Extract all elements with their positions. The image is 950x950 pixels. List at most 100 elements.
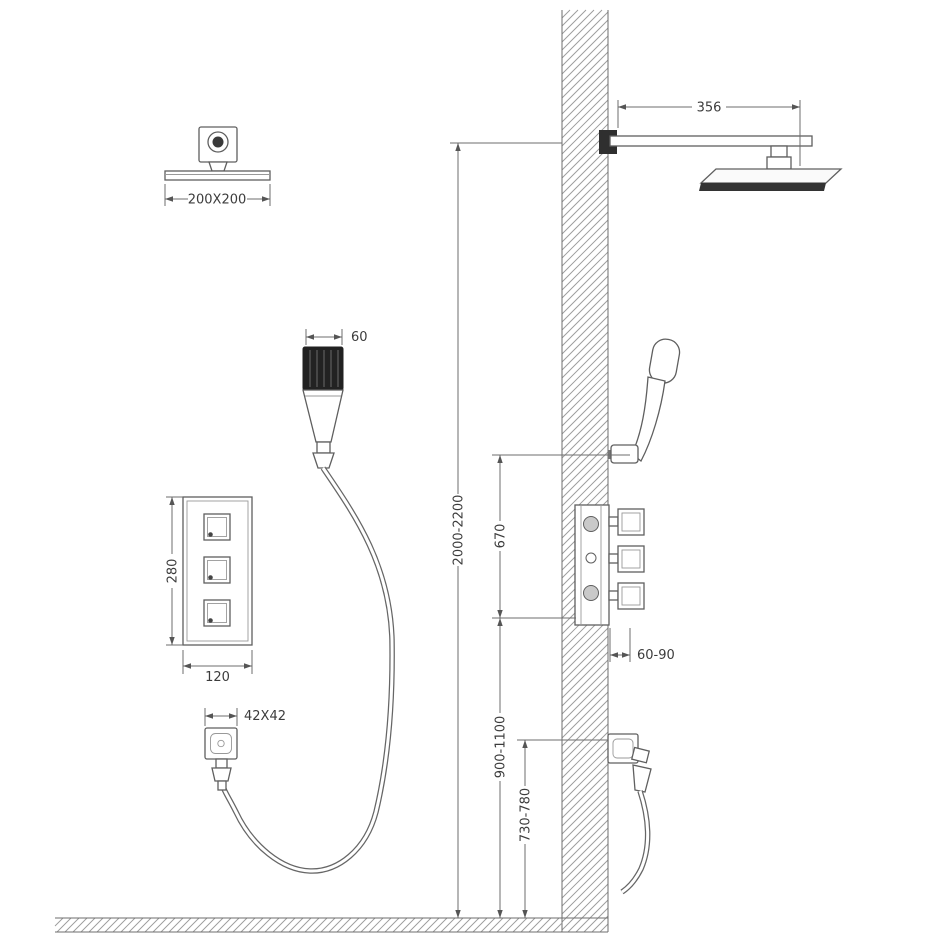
hatch-line — [561, 819, 609, 867]
hatch-line — [561, 9, 579, 27]
hatch-line — [504, 917, 520, 933]
dimension-arrow — [522, 910, 528, 918]
hatch-line — [561, 883, 609, 931]
hatch-line — [561, 691, 609, 739]
hatch-line — [561, 219, 609, 267]
head-neck — [208, 161, 228, 172]
rain-head-rim — [699, 183, 826, 191]
hatch-line — [561, 443, 609, 491]
hatch-line — [561, 843, 609, 891]
hatch-line — [488, 917, 504, 933]
hatch-line — [561, 43, 609, 91]
mixer-button — [203, 556, 231, 584]
hatch-line — [384, 917, 400, 933]
hatch-line — [561, 739, 609, 787]
hatch-line — [561, 651, 609, 699]
hatch-line — [561, 299, 609, 347]
dimension-arrow — [334, 334, 342, 340]
hatch-line — [561, 339, 609, 387]
hatch-line — [561, 179, 609, 227]
hatch-line — [561, 267, 609, 315]
hatch-line — [536, 917, 552, 933]
hatch-line — [416, 917, 432, 933]
dimension-arrow — [455, 143, 461, 151]
dim-overall-height: 2000-2200 — [450, 142, 562, 918]
hatch-line — [120, 917, 136, 933]
hatch-line — [561, 811, 609, 859]
dimension-arrow — [622, 652, 630, 658]
hatch-line — [56, 917, 72, 933]
hatch-line — [561, 307, 609, 355]
hatch-line — [561, 211, 609, 259]
dimension-arrow — [497, 610, 503, 618]
hatch-line — [561, 395, 609, 443]
knob-stem — [608, 516, 619, 527]
dim-mixer-height: 900-1100 — [494, 618, 509, 918]
hatch-line — [96, 917, 112, 933]
dim-outlet-height: 730-780 — [517, 739, 608, 918]
hatch-line — [272, 917, 288, 933]
hatch-line — [320, 917, 336, 933]
hatch-line — [561, 771, 609, 819]
hatch-line — [561, 187, 609, 235]
hatch-line — [561, 659, 609, 707]
hatch-line — [176, 917, 192, 933]
hatch-line — [561, 755, 609, 803]
hatch-line — [360, 917, 376, 933]
dimension-arrow — [610, 652, 618, 658]
hatch-line — [561, 763, 609, 811]
hatch-line — [561, 107, 609, 155]
dim-holder-to-mixer: 670 — [492, 454, 630, 619]
dimension-arrow — [262, 196, 270, 202]
hatch-line — [561, 91, 609, 139]
hatch-line — [280, 917, 296, 933]
mixer-knob-inner — [621, 512, 641, 532]
hatch-line — [112, 917, 128, 933]
floor-section — [54, 917, 608, 933]
hatch-line — [561, 363, 609, 411]
hatch-line — [168, 917, 184, 933]
floor-hatching — [54, 917, 563, 933]
hatch-line — [448, 917, 464, 933]
hatch-line — [561, 347, 609, 395]
hatch-line — [561, 419, 609, 467]
installed-outlet-inner — [612, 738, 634, 759]
dim-label-outlet-height: 730-780 — [519, 788, 534, 842]
mixer-panel-component: 280 120 — [166, 496, 253, 685]
hatch-line — [561, 723, 609, 771]
hatch-line — [552, 922, 563, 933]
hatch-line — [561, 795, 609, 843]
hatch-line — [561, 707, 609, 755]
shower-head-plate — [164, 170, 271, 181]
hatch-line — [561, 259, 609, 307]
hatch-line — [104, 917, 120, 933]
rain-shower-installation: 356 — [599, 100, 843, 191]
hatch-line — [80, 917, 96, 933]
dim-label-mixer-depth: 60-90 — [637, 648, 675, 663]
hatch-line — [561, 19, 609, 67]
hatch-line — [472, 917, 488, 933]
hatch-line — [64, 917, 80, 933]
hatch-line — [561, 35, 609, 83]
dim-label-outlet-size: 42X42 — [244, 709, 286, 724]
hatch-line — [561, 475, 609, 523]
hatch-line — [561, 227, 609, 275]
hatch-line — [561, 643, 609, 691]
hatch-line — [561, 355, 609, 403]
hatch-line — [561, 243, 609, 291]
hatch-line — [561, 155, 609, 203]
hatch-line — [561, 163, 609, 211]
hatch-line — [561, 435, 609, 483]
hatch-line — [561, 147, 609, 195]
outlet-flange-inner — [210, 733, 232, 754]
dimension-arrow — [522, 740, 528, 748]
hatch-line — [561, 275, 609, 323]
hatch-line — [520, 917, 536, 933]
hatch-line — [561, 835, 609, 883]
hatch-line — [561, 459, 609, 507]
handle-collar — [316, 441, 331, 454]
hatch-line — [561, 859, 609, 907]
hatch-line — [224, 917, 240, 933]
hatch-line — [561, 451, 609, 499]
hatch-line — [392, 917, 408, 933]
